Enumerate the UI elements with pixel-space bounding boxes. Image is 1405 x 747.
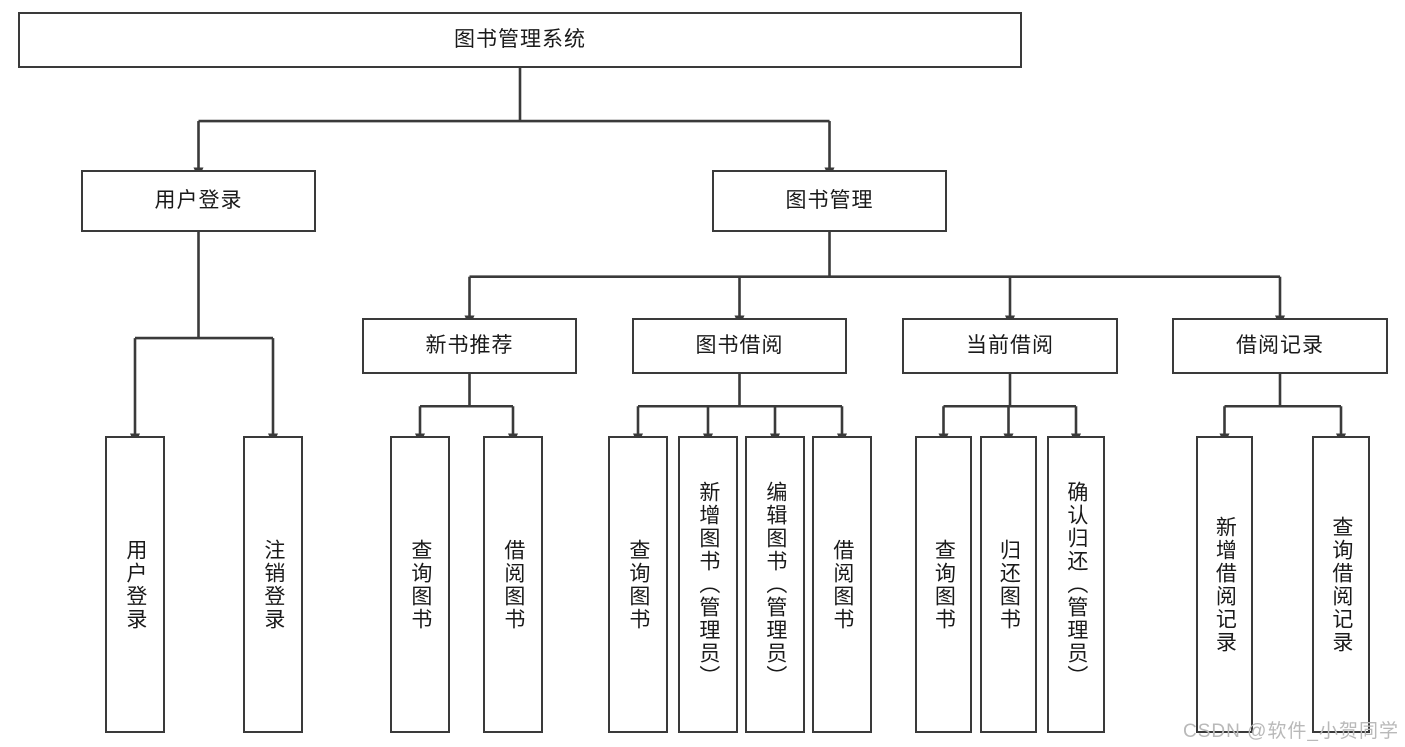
node-new-book-recommend[interactable]: 新书推荐	[362, 318, 577, 374]
node-label: 归还图书	[997, 538, 1021, 631]
node-leaf-cb-query-book[interactable]: 查询图书	[915, 436, 972, 733]
node-label: 借阅图书	[830, 538, 854, 631]
node-label: 确认归还（管理员）	[1064, 481, 1088, 688]
node-label: 注销登录	[261, 538, 285, 631]
node-leaf-cb-return-book[interactable]: 归还图书	[980, 436, 1037, 733]
node-label: 用户登录	[123, 538, 147, 631]
node-label: 新增图书（管理员）	[696, 481, 720, 688]
node-borrow-record[interactable]: 借阅记录	[1172, 318, 1388, 374]
node-leaf-br-query-record[interactable]: 查询借阅记录	[1312, 436, 1370, 733]
node-label: 当前借阅	[966, 334, 1054, 358]
node-leaf-bb-add-book[interactable]: 新增图书（管理员）	[678, 436, 738, 733]
node-leaf-bb-query-book[interactable]: 查询图书	[608, 436, 668, 733]
node-label: 借阅记录	[1236, 334, 1324, 358]
watermark-text: CSDN @软件_小贺同学	[1183, 721, 1399, 742]
node-label: 新书推荐	[425, 334, 514, 358]
node-root[interactable]: 图书管理系统	[18, 12, 1022, 68]
node-label: 查询图书	[626, 538, 650, 631]
node-label: 新增借阅记录	[1213, 515, 1237, 654]
node-label: 图书管理	[785, 189, 874, 213]
node-label: 图书借阅	[695, 334, 784, 358]
node-leaf-rec-query-book[interactable]: 查询图书	[390, 436, 450, 733]
node-leaf-cb-confirm-return[interactable]: 确认归还（管理员）	[1047, 436, 1105, 733]
node-user-login[interactable]: 用户登录	[81, 170, 316, 232]
node-label: 查询图书	[932, 538, 956, 631]
node-leaf-br-add-record[interactable]: 新增借阅记录	[1196, 436, 1253, 733]
node-book-borrow[interactable]: 图书借阅	[632, 318, 847, 374]
node-label: 编辑图书（管理员）	[763, 481, 787, 688]
node-book-manage[interactable]: 图书管理	[712, 170, 947, 232]
node-current-borrow[interactable]: 当前借阅	[902, 318, 1118, 374]
node-label: 查询借阅记录	[1329, 515, 1353, 654]
node-leaf-rec-borrow-book[interactable]: 借阅图书	[483, 436, 543, 733]
node-label: 查询图书	[408, 538, 432, 631]
node-label: 用户登录	[154, 189, 243, 213]
node-label: 借阅图书	[501, 538, 525, 631]
node-leaf-user-login[interactable]: 用户登录	[105, 436, 165, 733]
node-leaf-bb-edit-book[interactable]: 编辑图书（管理员）	[745, 436, 805, 733]
node-label: 图书管理系统	[454, 28, 586, 52]
node-leaf-user-logout[interactable]: 注销登录	[243, 436, 303, 733]
node-leaf-bb-borrow-book[interactable]: 借阅图书	[812, 436, 872, 733]
